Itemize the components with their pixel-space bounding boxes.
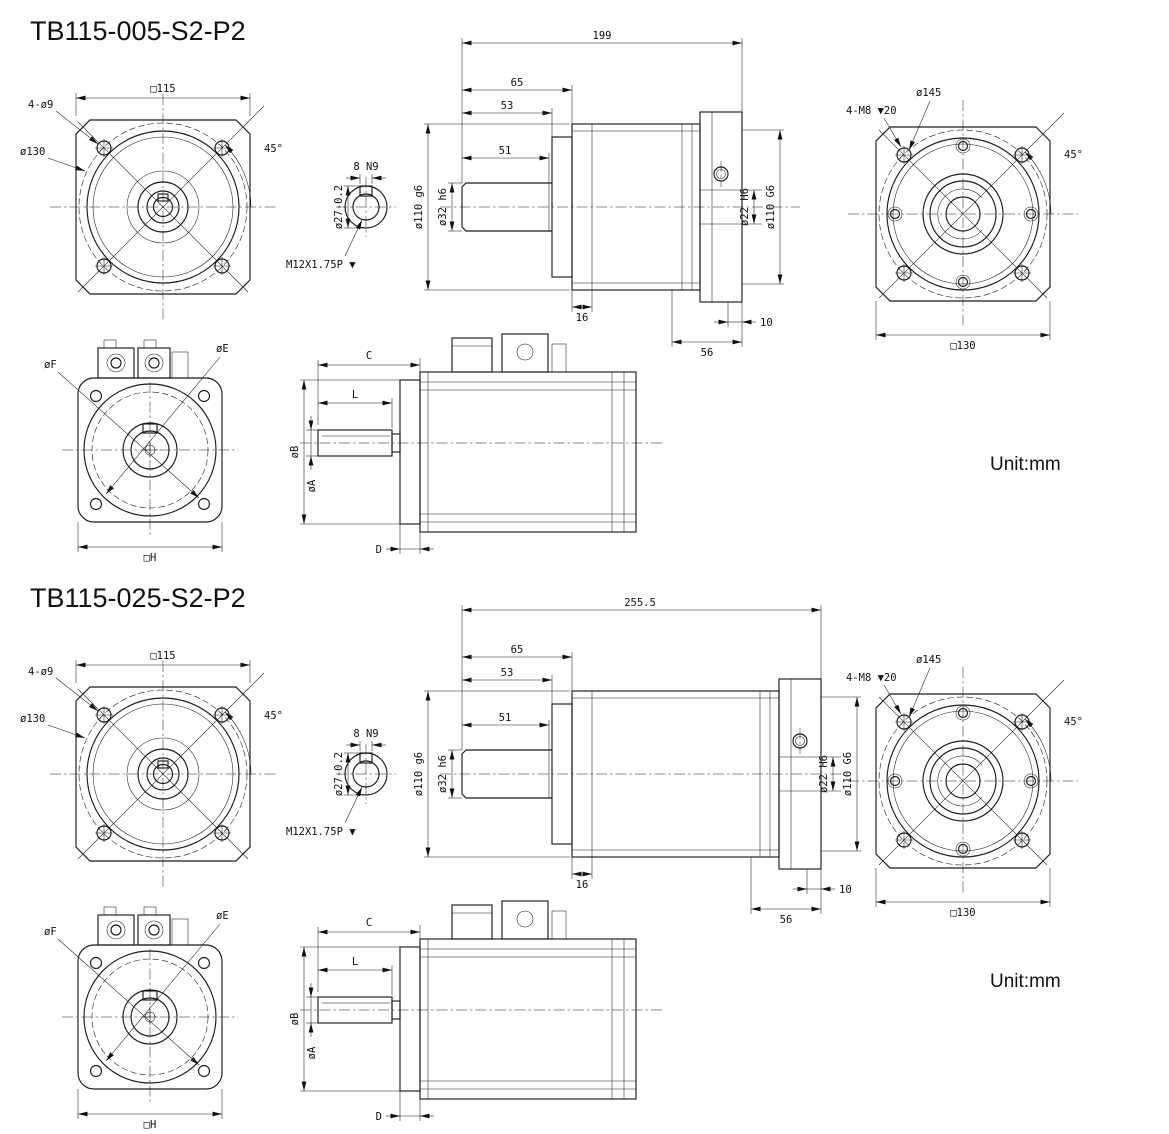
shaft-end-detail: 8 N9 ø27-0.2 M12X1.75P ▼ xyxy=(286,728,396,838)
dim-65: 65 xyxy=(511,77,524,89)
gearbox-side-view: 199 65 53 51 ø32 h6 ø110 g6 ø22 H6 ø110 … xyxy=(413,30,800,359)
dim-shaft-flat: ø27-0.2 xyxy=(333,752,345,796)
dim-out-pilot: ø110 G6 xyxy=(765,185,777,229)
dim-shaft-dia: ø32 h6 xyxy=(437,188,449,226)
dim-keyway: 8 N9 xyxy=(353,161,378,173)
label-back-bolt-circle: ø145 xyxy=(916,87,941,99)
motor-front-view: øF øE □H xyxy=(44,906,238,1131)
gearbox-front-view: □115 4-ø9 ø130 45° xyxy=(20,650,283,887)
dim-53: 53 xyxy=(501,667,514,679)
dim-d: D xyxy=(376,544,382,556)
gearbox-back-view: ø145 4-M8 ▼20 45° □130 xyxy=(846,87,1083,352)
label-corner-holes: 4-ø9 xyxy=(28,666,53,678)
dim-shaft-a: øA xyxy=(306,479,318,492)
section-tb115-005: TB115-005-S2-P2 □115 4-ø9 ø130 45° xyxy=(20,16,1083,564)
label-angle-45: 45° xyxy=(264,143,283,155)
dim-pilot-dia: ø110 g6 xyxy=(413,185,425,229)
label-motor-hole-dia: øF xyxy=(44,359,57,371)
model-title: TB115-005-S2-P2 xyxy=(30,16,246,46)
dim-square-115: □115 xyxy=(150,83,175,95)
motor-front-view: øF øE □H xyxy=(44,339,238,564)
dim-53: 53 xyxy=(501,100,514,112)
dim-square-115: □115 xyxy=(150,650,175,662)
back-tapped-holes xyxy=(887,705,1039,857)
gearbox-front-view: □115 4-ø9 ø130 45° xyxy=(20,83,283,320)
dim-flange-dia: øB xyxy=(289,446,301,459)
dim-bore: ø22 H6 xyxy=(739,188,751,226)
model-title: TB115-025-S2-P2 xyxy=(30,583,246,613)
dim-motor-square: □H xyxy=(144,552,157,564)
unit-label: Unit:mm xyxy=(990,971,1061,992)
dim-d: D xyxy=(376,1111,382,1123)
dim-10: 10 xyxy=(839,884,852,896)
dim-16: 16 xyxy=(576,879,589,891)
dim-out-pilot: ø110 G6 xyxy=(842,752,854,796)
dim-c: C xyxy=(366,350,372,362)
back-corner-holes xyxy=(895,713,1031,849)
dim-bore: ø22 H6 xyxy=(818,755,830,793)
gearbox-side-view: 255.5 65 53 51 ø32 h6 ø110 g6 ø22 H6 ø11… xyxy=(413,597,861,926)
label-bolt-circle: ø130 xyxy=(20,146,45,158)
dim-total-length: 255.5 xyxy=(624,597,656,609)
label-back-angle: 45° xyxy=(1064,716,1083,728)
label-corner-holes: 4-ø9 xyxy=(28,99,53,111)
dim-pilot-dia: ø110 g6 xyxy=(413,752,425,796)
dim-keyway: 8 N9 xyxy=(353,728,378,740)
dim-shaft-flat: ø27-0.2 xyxy=(333,185,345,229)
front-corner-holes xyxy=(95,706,231,842)
motor-side-view: C L øB øA D xyxy=(289,333,665,556)
gearbox-back-view: ø145 4-M8 ▼20 45° □130 xyxy=(846,654,1083,919)
motor-side-view: C L øB øA D xyxy=(289,900,665,1123)
dim-l: L xyxy=(352,956,358,968)
dim-56: 56 xyxy=(780,914,793,926)
dim-motor-square: □H xyxy=(144,1119,157,1131)
dim-51: 51 xyxy=(499,145,512,157)
label-bolt-circle: ø130 xyxy=(20,713,45,725)
dim-total-length: 199 xyxy=(593,30,612,42)
label-tapped-holes: 4-M8 ▼20 xyxy=(846,105,897,117)
label-back-angle: 45° xyxy=(1064,149,1083,161)
label-motor-hole-dia: øF xyxy=(44,926,57,938)
motor-corner-holes xyxy=(89,956,211,1078)
dim-c: C xyxy=(366,917,372,929)
dim-65: 65 xyxy=(511,644,524,656)
dim-shaft-a: øA xyxy=(306,1046,318,1059)
section-tb115-025: TB115-025-S2-P2 □115 4-ø9 ø130 45° xyxy=(20,583,1083,1131)
back-tapped-holes xyxy=(887,138,1039,290)
label-tapped-holes: 4-M8 ▼20 xyxy=(846,672,897,684)
dim-16: 16 xyxy=(576,312,589,324)
dim-l: L xyxy=(352,389,358,401)
dim-shaft-dia: ø32 h6 xyxy=(437,755,449,793)
label-thread: M12X1.75P ▼ xyxy=(286,826,356,838)
dim-51: 51 xyxy=(499,712,512,724)
label-thread: M12X1.75P ▼ xyxy=(286,259,356,271)
shaft-end-detail: 8 N9 ø27-0.2 M12X1.75P ▼ xyxy=(286,161,396,271)
dim-10: 10 xyxy=(760,317,773,329)
label-back-bolt-circle: ø145 xyxy=(916,654,941,666)
dim-flange-dia: øB xyxy=(289,1013,301,1026)
label-motor-pilot-dia: øE xyxy=(216,910,229,922)
motor-corner-holes xyxy=(89,389,211,511)
label-motor-pilot-dia: øE xyxy=(216,343,229,355)
dim-back-square: □130 xyxy=(950,907,975,919)
dim-back-square: □130 xyxy=(950,340,975,352)
dim-56: 56 xyxy=(701,347,714,359)
unit-label: Unit:mm xyxy=(990,454,1061,475)
label-angle-45: 45° xyxy=(264,710,283,722)
